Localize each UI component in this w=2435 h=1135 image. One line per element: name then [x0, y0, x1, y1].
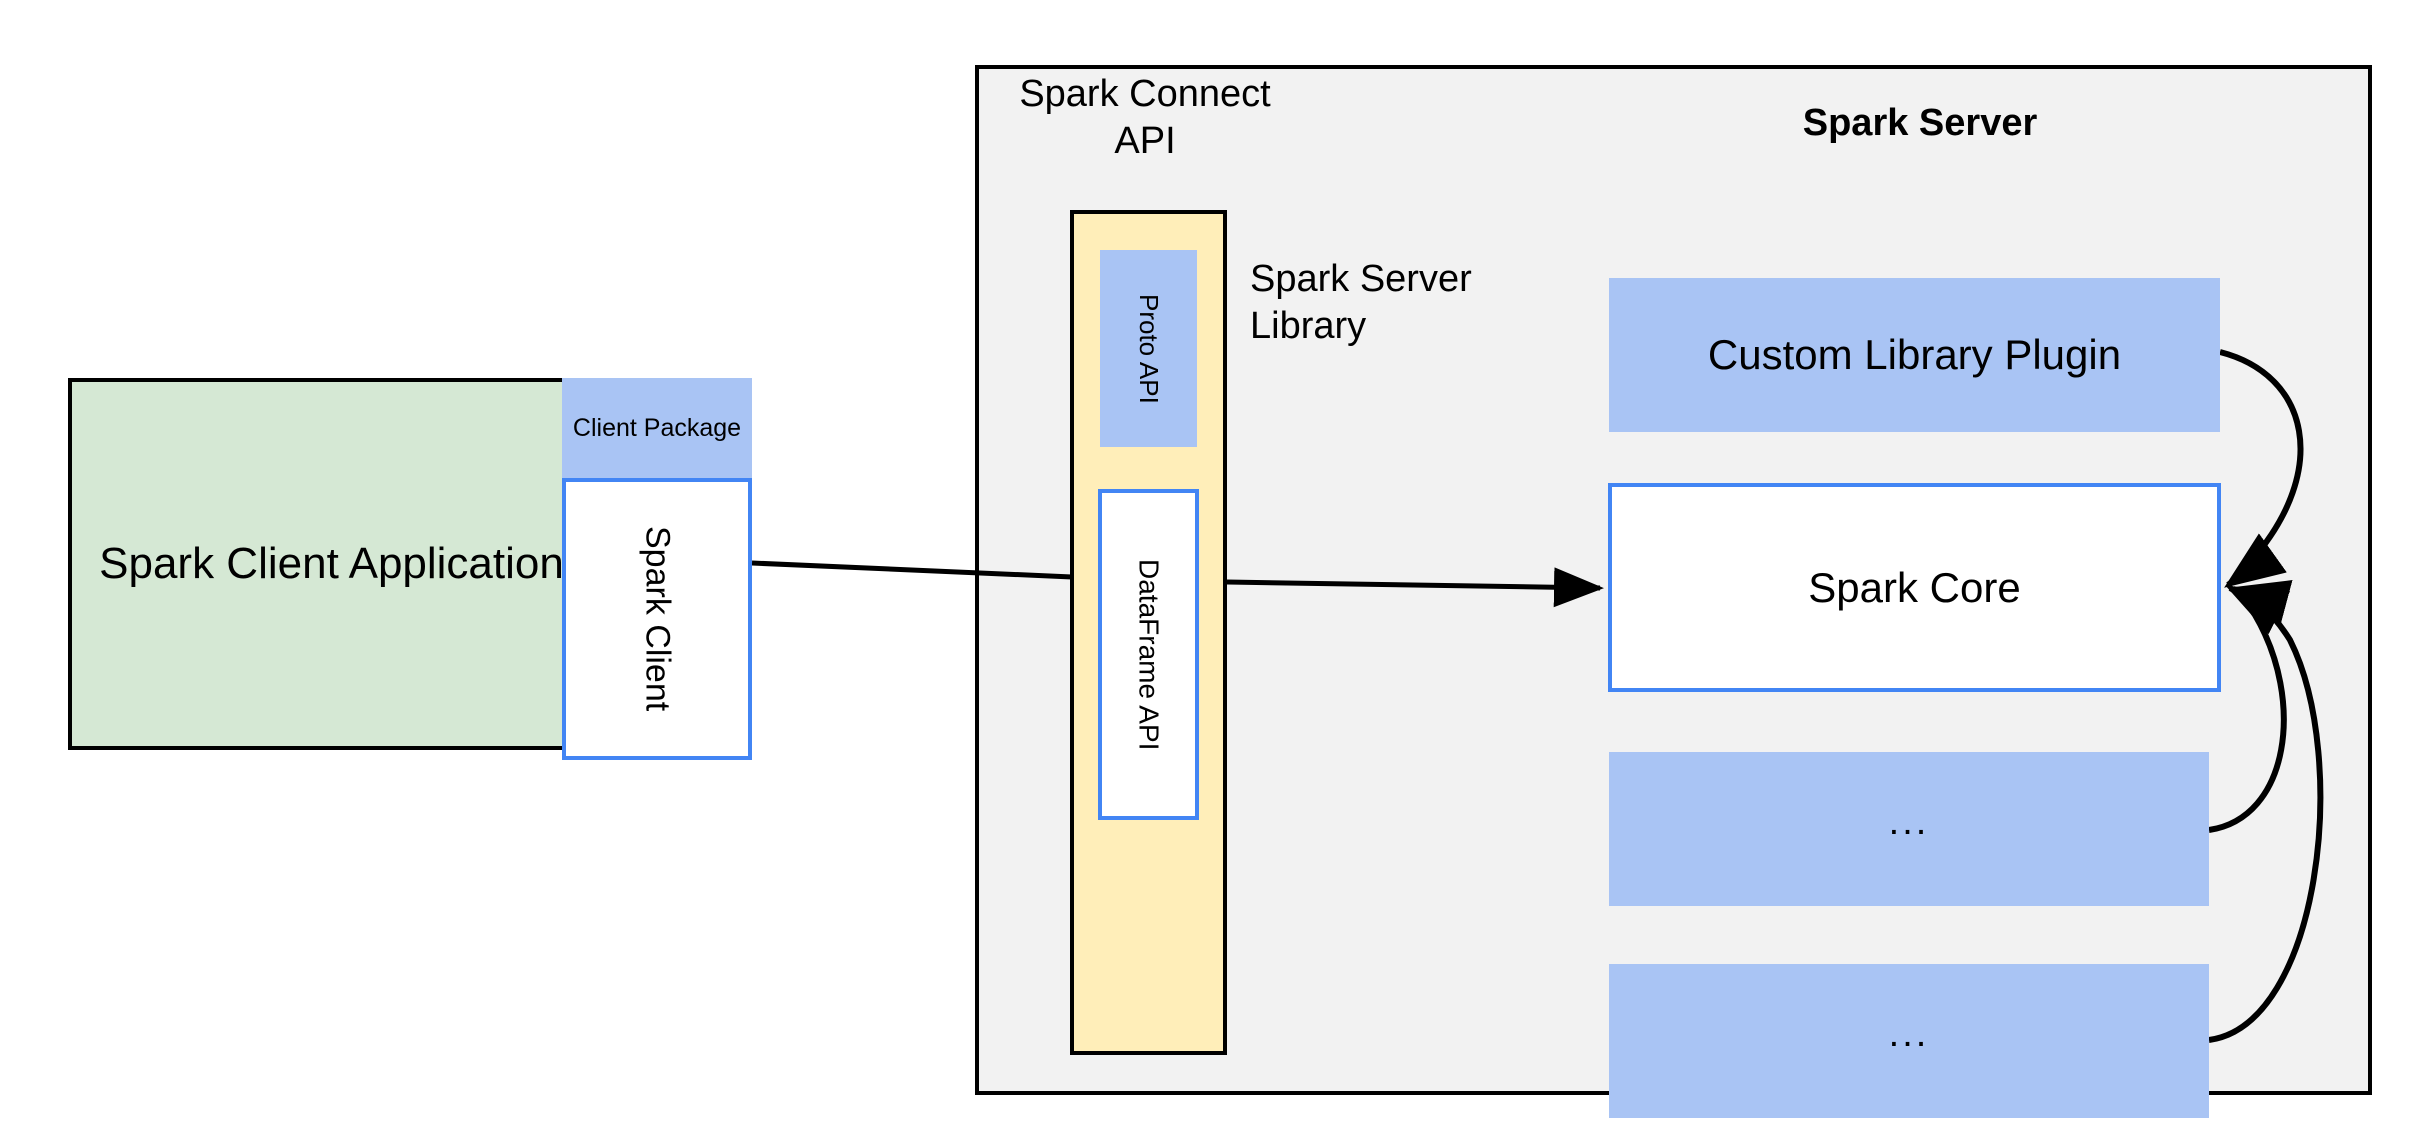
placeholder-component-box-1[interactable]: ... [1609, 752, 2209, 906]
proto-api-label: Proto API [1134, 293, 1164, 404]
dataframe-api-box[interactable]: DataFrame API [1098, 489, 1199, 820]
spark-client-application-label: Spark Client Application [99, 539, 564, 589]
spark-connect-api-label: Spark Connect API [1019, 72, 1271, 163]
client-package-box[interactable]: Client Package [562, 378, 752, 478]
proto-api-box[interactable]: Proto API [1100, 250, 1197, 447]
spark-client-application-box[interactable]: Spark Client Application [68, 378, 595, 750]
spark-server-library-label: Spark Server Library [1250, 257, 1472, 348]
placeholder-component-label-2: ... [1888, 1012, 1930, 1055]
placeholder-component-label-1: ... [1888, 800, 1930, 843]
spark-core-box[interactable]: Spark Core [1608, 483, 2221, 692]
placeholder-component-box-2[interactable]: ... [1609, 964, 2209, 1118]
spark-client-label: Spark Client [638, 526, 677, 712]
custom-library-plugin-box[interactable]: Custom Library Plugin [1609, 278, 2220, 432]
spark-client-box[interactable]: Spark Client [562, 478, 752, 760]
spark-core-label: Spark Core [1808, 563, 2021, 611]
dataframe-api-label: DataFrame API [1133, 558, 1165, 751]
client-package-label: Client Package [572, 414, 742, 442]
custom-library-plugin-label: Custom Library Plugin [1707, 331, 2122, 378]
spark-server-title: Spark Server [1802, 101, 2038, 144]
